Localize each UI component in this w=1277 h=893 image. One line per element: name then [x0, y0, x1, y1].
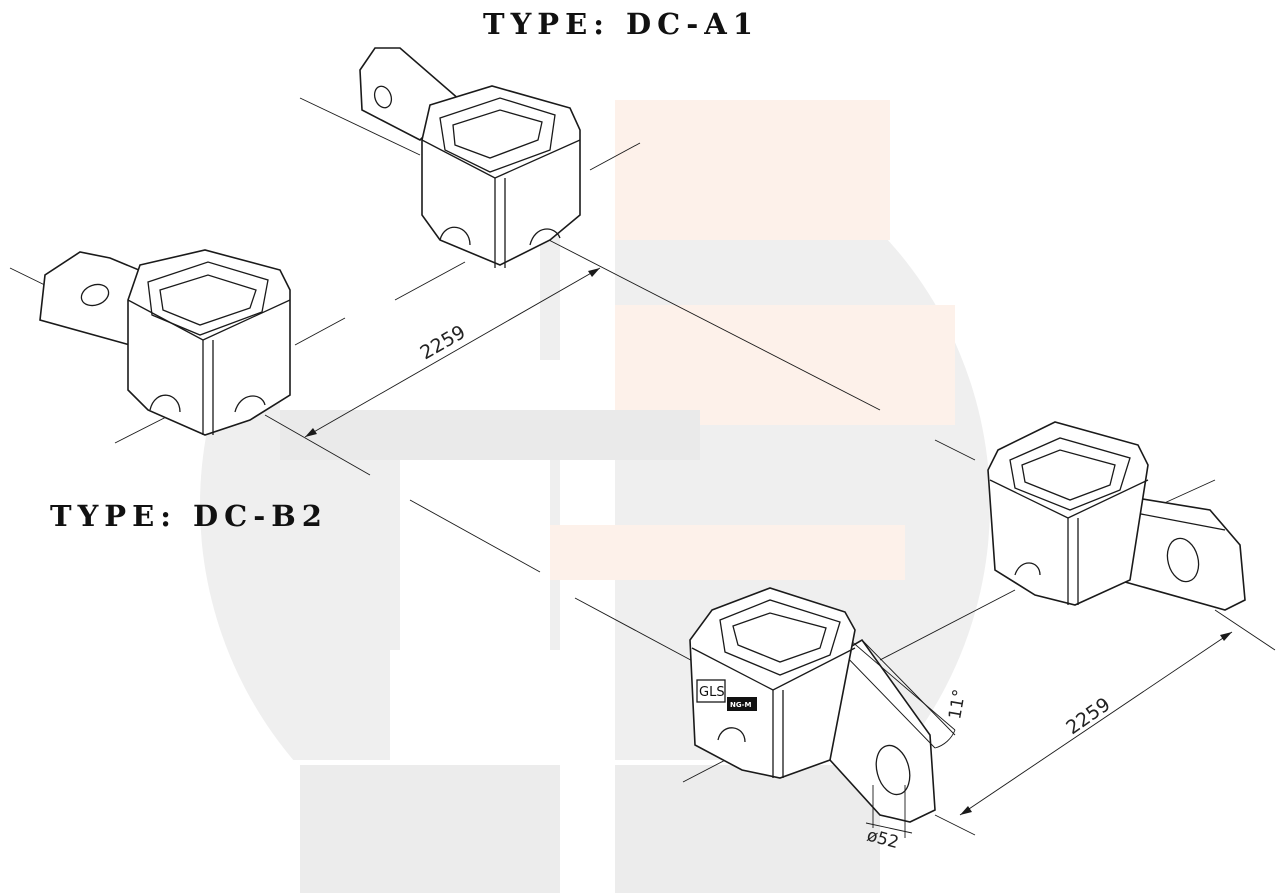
corner-casting-dc-a1	[359, 47, 581, 268]
ng-m-tag	[727, 697, 757, 711]
corner-casting-front: GLS NG-M	[689, 587, 956, 823]
type-a1-title: TYPE: DC-A1	[483, 7, 759, 41]
dimension-lower-value: 2259	[1062, 693, 1114, 739]
ng-m-tag-text: NG-M	[730, 701, 752, 709]
gls-logo-text: GLS	[699, 685, 725, 700]
gls-logo-box	[696, 679, 726, 703]
corner-casting-right	[987, 421, 1246, 611]
watermark-logo	[200, 90, 990, 893]
dimension-lower: 2259	[934, 631, 1233, 836]
dimension-angle-value: 11°	[945, 688, 970, 721]
corner-casting-dc-b2	[39, 249, 291, 436]
type-b2-title: TYPE: DC-B2	[50, 499, 328, 533]
